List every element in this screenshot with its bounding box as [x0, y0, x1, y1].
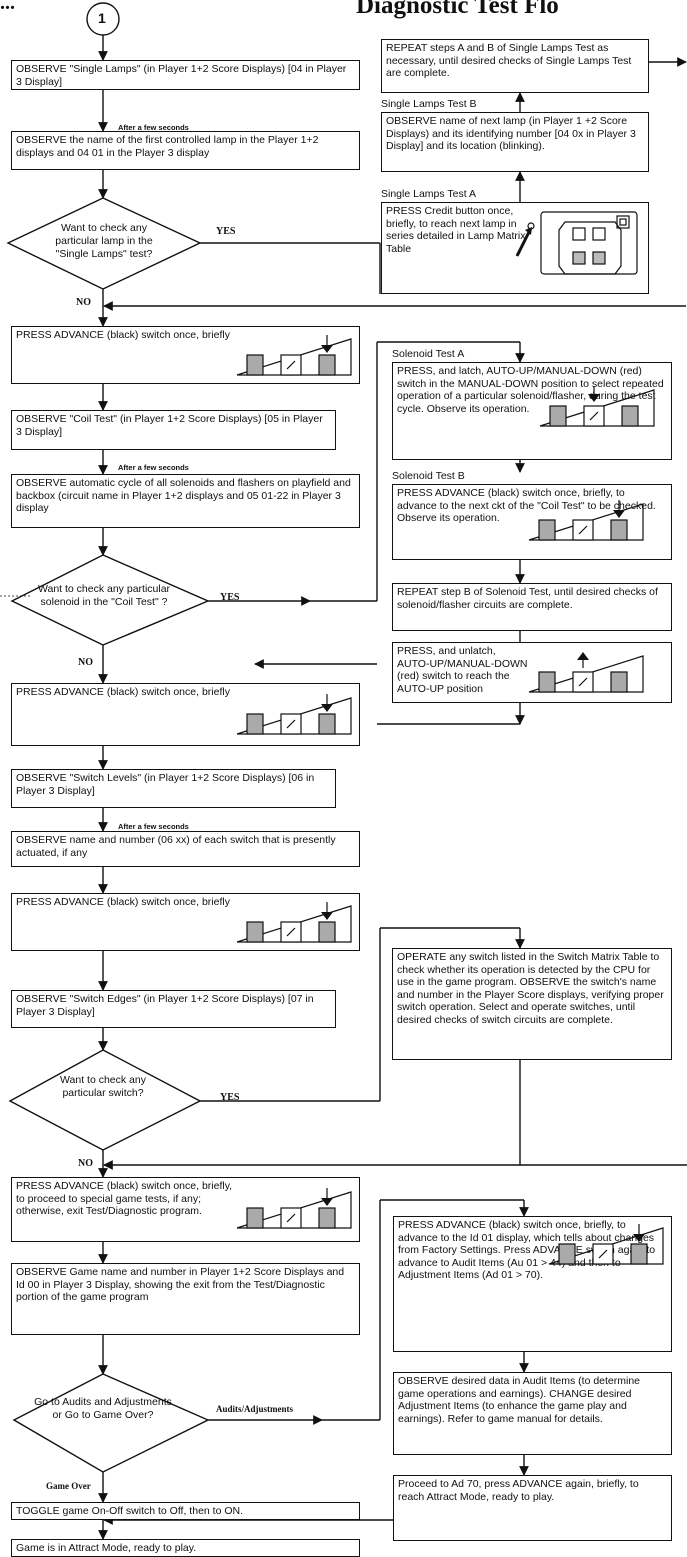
header-left-partial: ... — [0, 0, 15, 14]
advance-switch-panel-icon — [236, 902, 352, 943]
box-observe-switch-name: OBSERVE name and number (06 xx) of each … — [11, 831, 360, 867]
box-press-credit: PRESS Credit button once, briefly, to re… — [381, 202, 649, 294]
yes-label-2: YES — [220, 592, 240, 603]
box-press-advance-exit: PRESS ADVANCE (black) switch once, brief… — [11, 1177, 360, 1242]
page-title: Diagnostic Test Flo — [356, 0, 559, 19]
box-press-advance-2: PRESS ADVANCE (black) switch once, brief… — [11, 683, 360, 746]
advance-switch-panel-icon — [236, 1188, 352, 1229]
decision-check-solenoid: Want to check any particular solenoid in… — [37, 583, 171, 609]
box-operate-switch: OPERATE any switch listed in the Switch … — [392, 948, 672, 1060]
solenoid-test-a-label: Solenoid Test A — [392, 348, 465, 360]
single-lamps-test-a-label: Single Lamps Test A — [381, 188, 476, 200]
box-observe-first-lamp: OBSERVE the name of the first controlled… — [11, 131, 360, 170]
start-connector-label: 1 — [98, 10, 106, 26]
box-press-advance-next-ckt: PRESS ADVANCE (black) switch once, brief… — [392, 484, 672, 560]
decision-check-switch: Want to check any particular switch? — [60, 1074, 146, 1100]
yes-label-1: YES — [216, 226, 236, 237]
box-observe-switch-edges: OBSERVE "Switch Edges" (in Player 1+2 Sc… — [11, 990, 336, 1028]
delay-label-1: After a few seconds — [118, 123, 189, 132]
solenoid-test-b-label: Solenoid Test B — [392, 470, 465, 482]
box-press-advance-audits: PRESS ADVANCE (black) switch once, brief… — [393, 1216, 672, 1352]
box-observe-solenoid-cycle: OBSERVE automatic cycle of all solenoids… — [11, 474, 360, 528]
delay-label-2: After a few seconds — [118, 463, 189, 472]
decision-check-lamp: Want to check any particular lamp in the… — [55, 222, 153, 261]
box-observe-audit-data: OBSERVE desired data in Audit Items (to … — [393, 1372, 672, 1455]
advance-switch-panel-icon — [236, 335, 352, 376]
box-observe-game-name: OBSERVE Game name and number in Player 1… — [11, 1263, 360, 1335]
no-label-2: NO — [78, 657, 93, 668]
game-over-label: Game Over — [46, 1481, 91, 1491]
delay-label-3: After a few seconds — [118, 822, 189, 831]
audits-adjustments-label: Audits/Adjustments — [216, 1404, 294, 1414]
no-label-1: NO — [76, 297, 91, 308]
box-observe-switch-levels: OBSERVE "Switch Levels" (in Player 1+2 S… — [11, 769, 336, 808]
box-repeat-lamps: REPEAT steps A and B of Single Lamps Tes… — [381, 39, 649, 93]
credit-panel-icon — [515, 211, 638, 275]
manual-down-switch-panel-icon — [539, 386, 655, 427]
box-repeat-solenoid: REPEAT step B of Solenoid Test, until de… — [392, 583, 672, 631]
box-proceed-ad70: Proceed to Ad 70, press ADVANCE again, b… — [393, 1475, 672, 1541]
auto-up-switch-panel-icon — [528, 652, 644, 693]
advance-switch-panel-icon — [236, 694, 352, 735]
box-attract-mode: Game is in Attract Mode, ready to play. — [11, 1539, 360, 1557]
advance-switch-panel-icon — [548, 1224, 664, 1265]
single-lamps-test-b-label: Single Lamps Test B — [381, 98, 477, 110]
box-observe-next-lamp: OBSERVE name of next lamp (in Player 1 +… — [381, 112, 649, 172]
box-observe-single-lamps: OBSERVE "Single Lamps" (in Player 1+2 Sc… — [11, 60, 360, 90]
box-toggle-on-off: TOGGLE game On-Off switch to Off, then t… — [11, 1502, 360, 1520]
box-observe-coil-test: OBSERVE "Coil Test" (in Player 1+2 Score… — [11, 410, 336, 450]
yes-label-3: YES — [220, 1092, 240, 1103]
advance-switch-panel-icon — [528, 500, 644, 541]
decision-audits-or-game-over: Go to Audits and Adjustments or Go to Ga… — [34, 1396, 172, 1422]
no-label-3: NO — [78, 1158, 93, 1169]
